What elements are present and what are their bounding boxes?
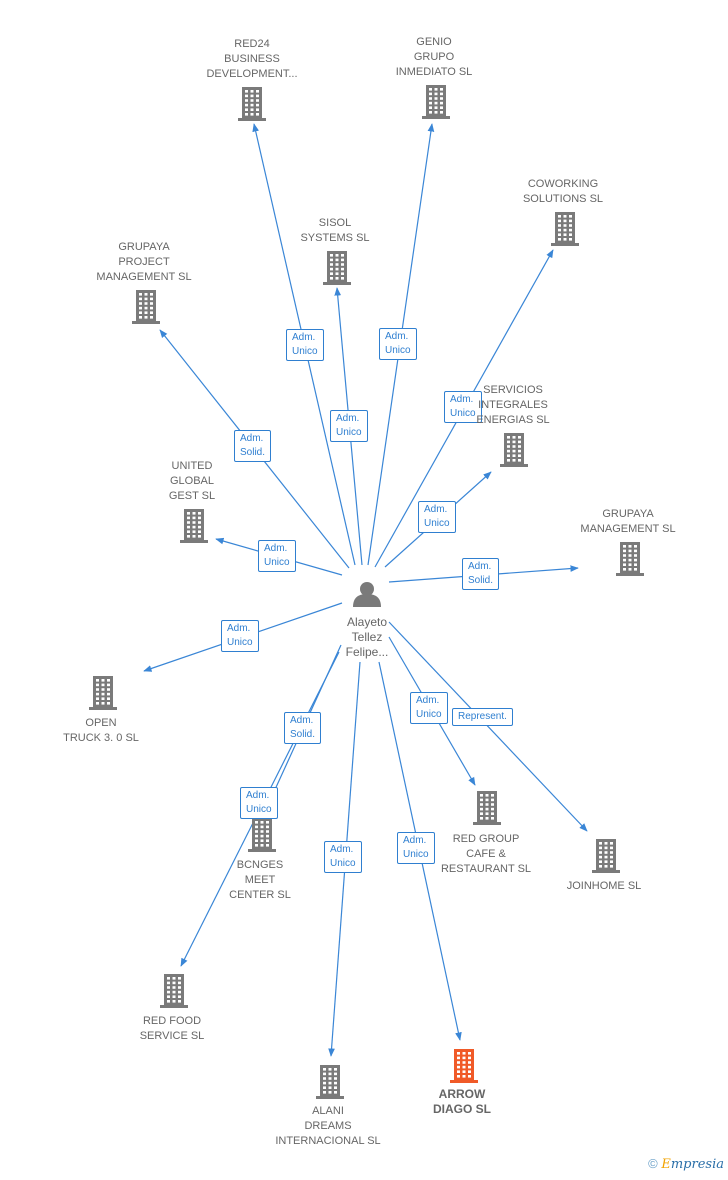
company-name-alani[interactable]: ALANI DREAMS INTERNACIONAL SL (275, 1105, 381, 1147)
building-icon-arrow[interactable] (450, 1049, 478, 1083)
edge-role-label-open[interactable]: Adm. Unico (221, 620, 259, 652)
edge-line-joinhome (388, 621, 588, 832)
building-icon-redgroup[interactable] (473, 791, 501, 825)
company-name-bcnges[interactable]: BCNGES MEET CENTER SL (229, 859, 291, 901)
edge-role-label-alani[interactable]: Adm. Unico (324, 841, 362, 873)
company-name-united[interactable]: UNITED GLOBAL GEST SL (168, 460, 216, 502)
company-name-redfood[interactable]: RED FOOD SERVICE SL (139, 1015, 205, 1042)
edge-role-label-servicios[interactable]: Adm. Unico (418, 501, 456, 533)
building-icon-genio[interactable] (422, 85, 450, 119)
edge-role-label-coworking[interactable]: Adm. Unico (444, 391, 482, 423)
edge-role-label-bcnges[interactable]: Adm. Solid. (284, 712, 322, 744)
company-name-red24[interactable]: RED24 BUSINESS DEVELOPMENT... (206, 38, 298, 80)
edge-role-label-arrow[interactable]: Adm. Unico (397, 832, 435, 864)
edge-role-label-sisol[interactable]: Adm. Unico (330, 410, 368, 442)
building-icon-alani[interactable] (316, 1065, 344, 1099)
company-name-open[interactable]: OPEN TRUCK 3. 0 SL (63, 717, 139, 744)
building-icon-united[interactable] (180, 509, 208, 543)
building-icon-grupaya_pm[interactable] (132, 290, 160, 324)
edge-role-label-redgroup[interactable]: Adm. Unico (410, 692, 448, 724)
company-name-grupaya_m[interactable]: GRUPAYA MANAGEMENT SL (580, 508, 676, 535)
company-name-redgroup[interactable]: RED GROUP CAFE & RESTAURANT SL (440, 833, 532, 875)
edge-role-label-grupaya_pm[interactable]: Adm. Solid. (234, 430, 272, 462)
footer-brand: © Empresia (648, 1156, 724, 1172)
building-icon-open[interactable] (89, 676, 117, 710)
building-icon-red24[interactable] (238, 87, 266, 121)
edge-role-label-grupaya_m[interactable]: Adm. Solid. (462, 558, 500, 590)
company-name-coworking[interactable]: COWORKING SOLUTIONS SL (522, 178, 604, 205)
center-person-name[interactable]: Alayeto Tellez Felipe... (345, 615, 389, 659)
copyright-symbol: © (648, 1156, 658, 1171)
edge-role-label-joinhome[interactable]: Represent. (452, 708, 513, 726)
edge-role-label-genio[interactable]: Adm. Unico (379, 328, 417, 360)
company-name-servicios[interactable]: SERVICIOS INTEGRALES ENERGIAS SL (476, 384, 550, 426)
company-name-grupaya_pm[interactable]: GRUPAYA PROJECT MANAGEMENT SL (96, 241, 192, 283)
building-icon-coworking[interactable] (551, 212, 579, 246)
company-name-arrow[interactable]: ARROW DIAGO SL (432, 1087, 491, 1116)
building-icon-bcnges[interactable] (248, 818, 276, 852)
building-icon-joinhome[interactable] (592, 839, 620, 873)
brand-initial: E (661, 1157, 671, 1172)
company-name-sisol[interactable]: SISOL SYSTEMS SL (300, 217, 370, 244)
edge-role-label-red24[interactable]: Adm. Unico (286, 329, 324, 361)
brand-name: mpresia (670, 1157, 724, 1172)
edge-role-label-united[interactable]: Adm. Unico (258, 540, 296, 572)
building-icon-servicios[interactable] (500, 433, 528, 467)
company-name-joinhome[interactable]: JOINHOME SL (566, 880, 642, 892)
building-icon-grupaya_m[interactable] (616, 542, 644, 576)
building-icon-redfood[interactable] (160, 974, 188, 1008)
building-icon-sisol[interactable] (323, 251, 351, 285)
edge-role-label-redfood[interactable]: Adm. Unico (240, 787, 278, 819)
person-icon[interactable] (353, 582, 381, 607)
company-name-genio[interactable]: GENIO GRUPO INMEDIATO SL (395, 36, 473, 78)
